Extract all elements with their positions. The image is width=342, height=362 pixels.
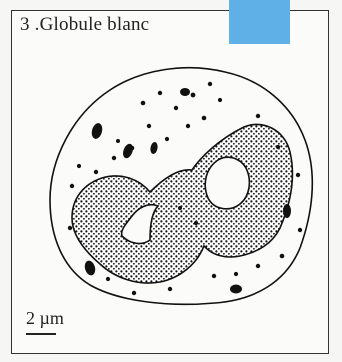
granule bbox=[168, 287, 172, 291]
granule bbox=[106, 277, 110, 281]
granule bbox=[256, 264, 260, 268]
granule bbox=[256, 114, 260, 118]
scale-bar bbox=[26, 333, 56, 335]
granule bbox=[147, 124, 151, 128]
granule bbox=[202, 116, 207, 121]
granule bbox=[212, 274, 216, 278]
oval-granule bbox=[230, 285, 242, 294]
granule bbox=[68, 226, 72, 230]
oval-granule bbox=[150, 141, 159, 154]
granule bbox=[191, 93, 196, 98]
oval-granule bbox=[90, 122, 104, 140]
granule bbox=[116, 139, 120, 143]
granule bbox=[296, 173, 300, 177]
lobed-nucleus bbox=[72, 124, 292, 283]
oval-granule bbox=[121, 142, 135, 159]
granule bbox=[186, 124, 190, 128]
granule bbox=[132, 291, 136, 295]
granule bbox=[178, 206, 182, 210]
granule bbox=[208, 82, 212, 86]
granule bbox=[218, 98, 222, 102]
granule bbox=[276, 145, 280, 149]
oval-granule bbox=[283, 204, 291, 218]
granule bbox=[165, 137, 169, 141]
granule bbox=[158, 91, 162, 95]
granule bbox=[280, 254, 285, 259]
granule bbox=[234, 272, 238, 276]
scale-bar-label: 2 µm bbox=[26, 308, 64, 329]
granule bbox=[70, 184, 74, 188]
granule bbox=[141, 101, 146, 106]
granule bbox=[112, 156, 116, 160]
granule bbox=[298, 228, 302, 232]
granule bbox=[174, 106, 178, 110]
granule bbox=[94, 170, 98, 174]
oval-granule bbox=[180, 88, 190, 96]
granule bbox=[77, 164, 81, 168]
granule bbox=[194, 221, 198, 225]
oval-granule bbox=[83, 259, 97, 276]
